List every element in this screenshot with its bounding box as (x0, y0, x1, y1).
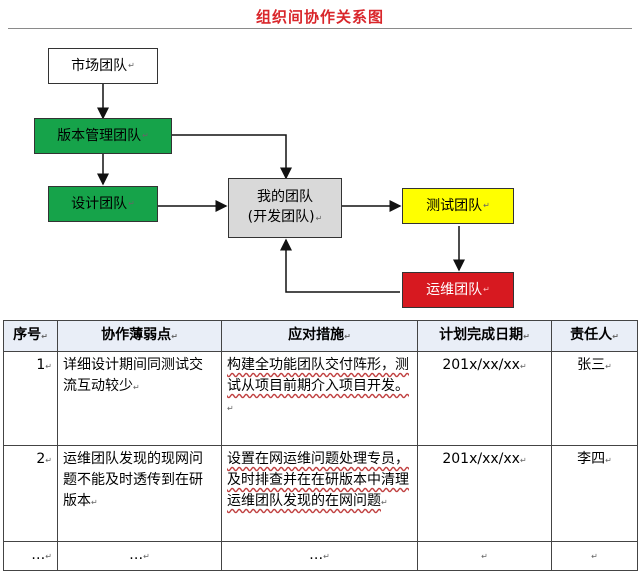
table-row: …↵ …↵ …↵ ↵ ↵ (3, 541, 638, 571)
cell-owner: ↵ (551, 541, 638, 571)
arrow-version-to-mine (172, 134, 292, 180)
col-header-owner: 责任人↵ (551, 320, 638, 352)
cell-weakness: 运维团队发现的现网问题不能及时透传到在研版本↵ (57, 445, 222, 542)
design-team-box: 设计团队↵ (48, 186, 158, 222)
para-mark: ↵ (128, 199, 135, 208)
cell-date: ↵ (417, 541, 552, 571)
para-mark: ↵ (128, 61, 135, 70)
cell-no: 2↵ (3, 445, 58, 542)
cell-weakness: …↵ (57, 541, 222, 571)
cell-date: 201x/xx/xx↵ (417, 445, 552, 542)
collaboration-plan-table: 序号↵ 协作薄弱点↵ 应对措施↵ 计划完成日期↵ 责任人↵ 1↵ 详细设计期间同… (3, 320, 638, 571)
cell-measure: …↵ (221, 541, 418, 571)
cell-date: 201x/xx/xx↵ (417, 351, 552, 446)
para-mark: ↵ (483, 201, 490, 210)
my-team-box: 我的团队 (开发团队)↵ (228, 178, 342, 238)
test-team-label: 测试团队 (426, 198, 483, 214)
market-team-box: 市场团队↵ (48, 48, 158, 84)
ops-team-box: 运维团队↵ (402, 272, 514, 308)
col-header-measure: 应对措施↵ (221, 320, 418, 352)
title-divider (8, 28, 632, 29)
arrow-ops-to-mine (280, 238, 400, 293)
page-title: 组织间协作关系图 (255, 8, 384, 26)
para-mark: ↵ (142, 131, 149, 140)
table-row: 1↵ 详细设计期间同测试交流互动较少↵ 构建全功能团队交付阵形，测试从项目前期介… (3, 351, 638, 446)
my-team-sublabel: (开发团队) (247, 209, 315, 225)
cell-measure: 构建全功能团队交付阵形，测试从项目前期介入项目开发。↵ (221, 351, 418, 446)
col-header-date: 计划完成日期↵ (417, 320, 552, 352)
table-header-row: 序号↵ 协作薄弱点↵ 应对措施↵ 计划完成日期↵ 责任人↵ (3, 320, 638, 352)
collaboration-diagram: 市场团队↵ 版本管理团队↵ 设计团队↵ 我的团队 (开发团队)↵ 测试团队↵ 运… (0, 30, 640, 312)
para-mark: ↵ (315, 214, 323, 223)
diagram-arrows (97, 84, 465, 293)
col-header-no: 序号↵ (3, 320, 58, 352)
version-team-box: 版本管理团队↵ (34, 118, 172, 154)
cell-weakness: 详细设计期间同测试交流互动较少↵ (57, 351, 222, 446)
cell-measure: 设置在网运维问题处理专员，及时排查并在在研版本中清理运维团队发现的在网问题↵ (221, 445, 418, 542)
table-row: 2↵ 运维团队发现的现网问题不能及时透传到在研版本↵ 设置在网运维问题处理专员，… (3, 445, 638, 542)
cell-owner: 李四↵ (551, 445, 638, 542)
my-team-label: 我的团队 (257, 189, 313, 205)
col-header-weakness: 协作薄弱点↵ (57, 320, 222, 352)
test-team-box: 测试团队↵ (402, 188, 514, 224)
market-team-label: 市场团队 (71, 58, 128, 74)
design-team-label: 设计团队 (71, 196, 128, 212)
cell-owner: 张三↵ (551, 351, 638, 446)
cell-no: 1↵ (3, 351, 58, 446)
cell-no: …↵ (3, 541, 58, 571)
ops-team-label: 运维团队 (426, 282, 483, 298)
para-mark: ↵ (483, 285, 490, 294)
version-team-label: 版本管理团队 (57, 128, 142, 144)
